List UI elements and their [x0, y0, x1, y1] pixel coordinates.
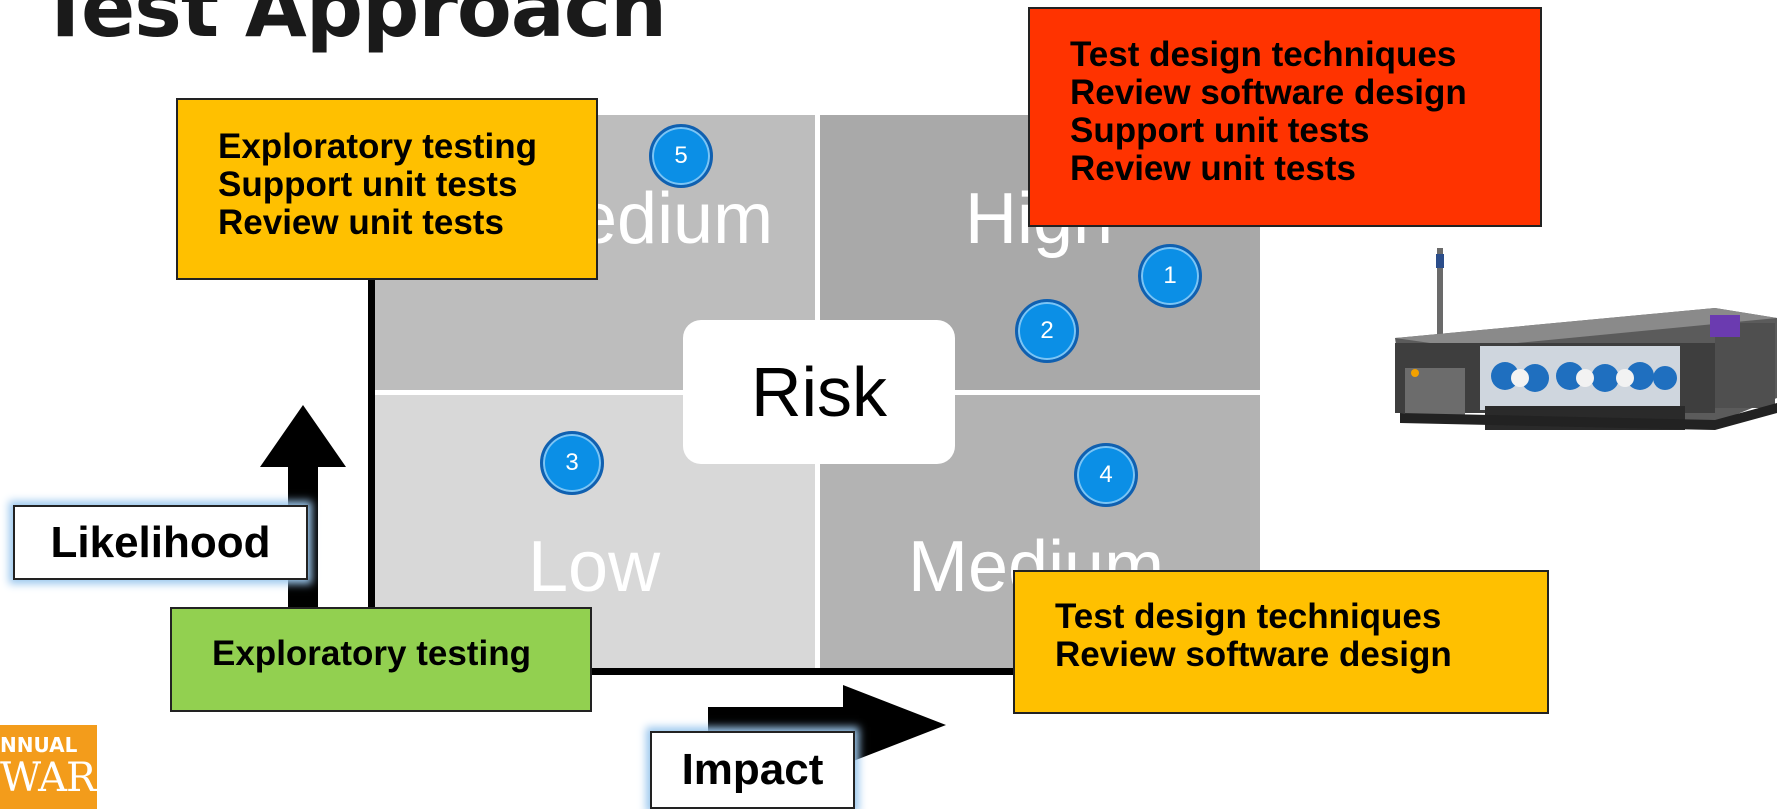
- note-top-right: Test design techniques Review software d…: [1028, 7, 1542, 227]
- note-line: Review software design: [1070, 73, 1467, 112]
- note-line: Support unit tests: [218, 165, 518, 204]
- note-top-left: Exploratory testing Support unit tests R…: [176, 98, 598, 280]
- vertical-axis-line: [368, 270, 375, 670]
- note-line: Exploratory testing: [218, 127, 537, 166]
- risk-center-label: Risk: [683, 320, 955, 464]
- conference-logo: NNUAL WARE: [0, 725, 124, 809]
- note-line: Review unit tests: [1070, 149, 1356, 188]
- note-line: Exploratory testing: [212, 634, 531, 673]
- right-arrow-icon: [708, 685, 946, 765]
- risk-marker-1: 1: [1138, 244, 1202, 308]
- note-line: Review software design: [1055, 635, 1452, 674]
- risk-marker-3: 3: [540, 431, 604, 495]
- logo-text-line1: NNUAL: [0, 733, 78, 757]
- likelihood-label: Likelihood: [13, 505, 308, 580]
- note-line: Review unit tests: [218, 203, 504, 242]
- risk-marker-2: 2: [1015, 299, 1079, 363]
- risk-marker-5: 5: [649, 124, 713, 188]
- note-bottom-left: Exploratory testing: [170, 607, 592, 712]
- horizontal-axis-line: [368, 668, 1018, 675]
- logo-text-line2: WARE: [0, 755, 124, 801]
- note-line: Support unit tests: [1070, 111, 1370, 150]
- note-bottom-right: Test design techniques Review software d…: [1013, 570, 1549, 714]
- note-line: Test design techniques: [1070, 35, 1457, 74]
- pick-and-place-machine-image: [1395, 248, 1777, 430]
- note-line: Test design techniques: [1055, 597, 1442, 636]
- slide-title: Test Approach: [38, 0, 667, 55]
- impact-label: Impact: [650, 731, 855, 809]
- quadrant-label-bottom-left: Low: [528, 527, 661, 607]
- risk-marker-4: 4: [1074, 443, 1138, 507]
